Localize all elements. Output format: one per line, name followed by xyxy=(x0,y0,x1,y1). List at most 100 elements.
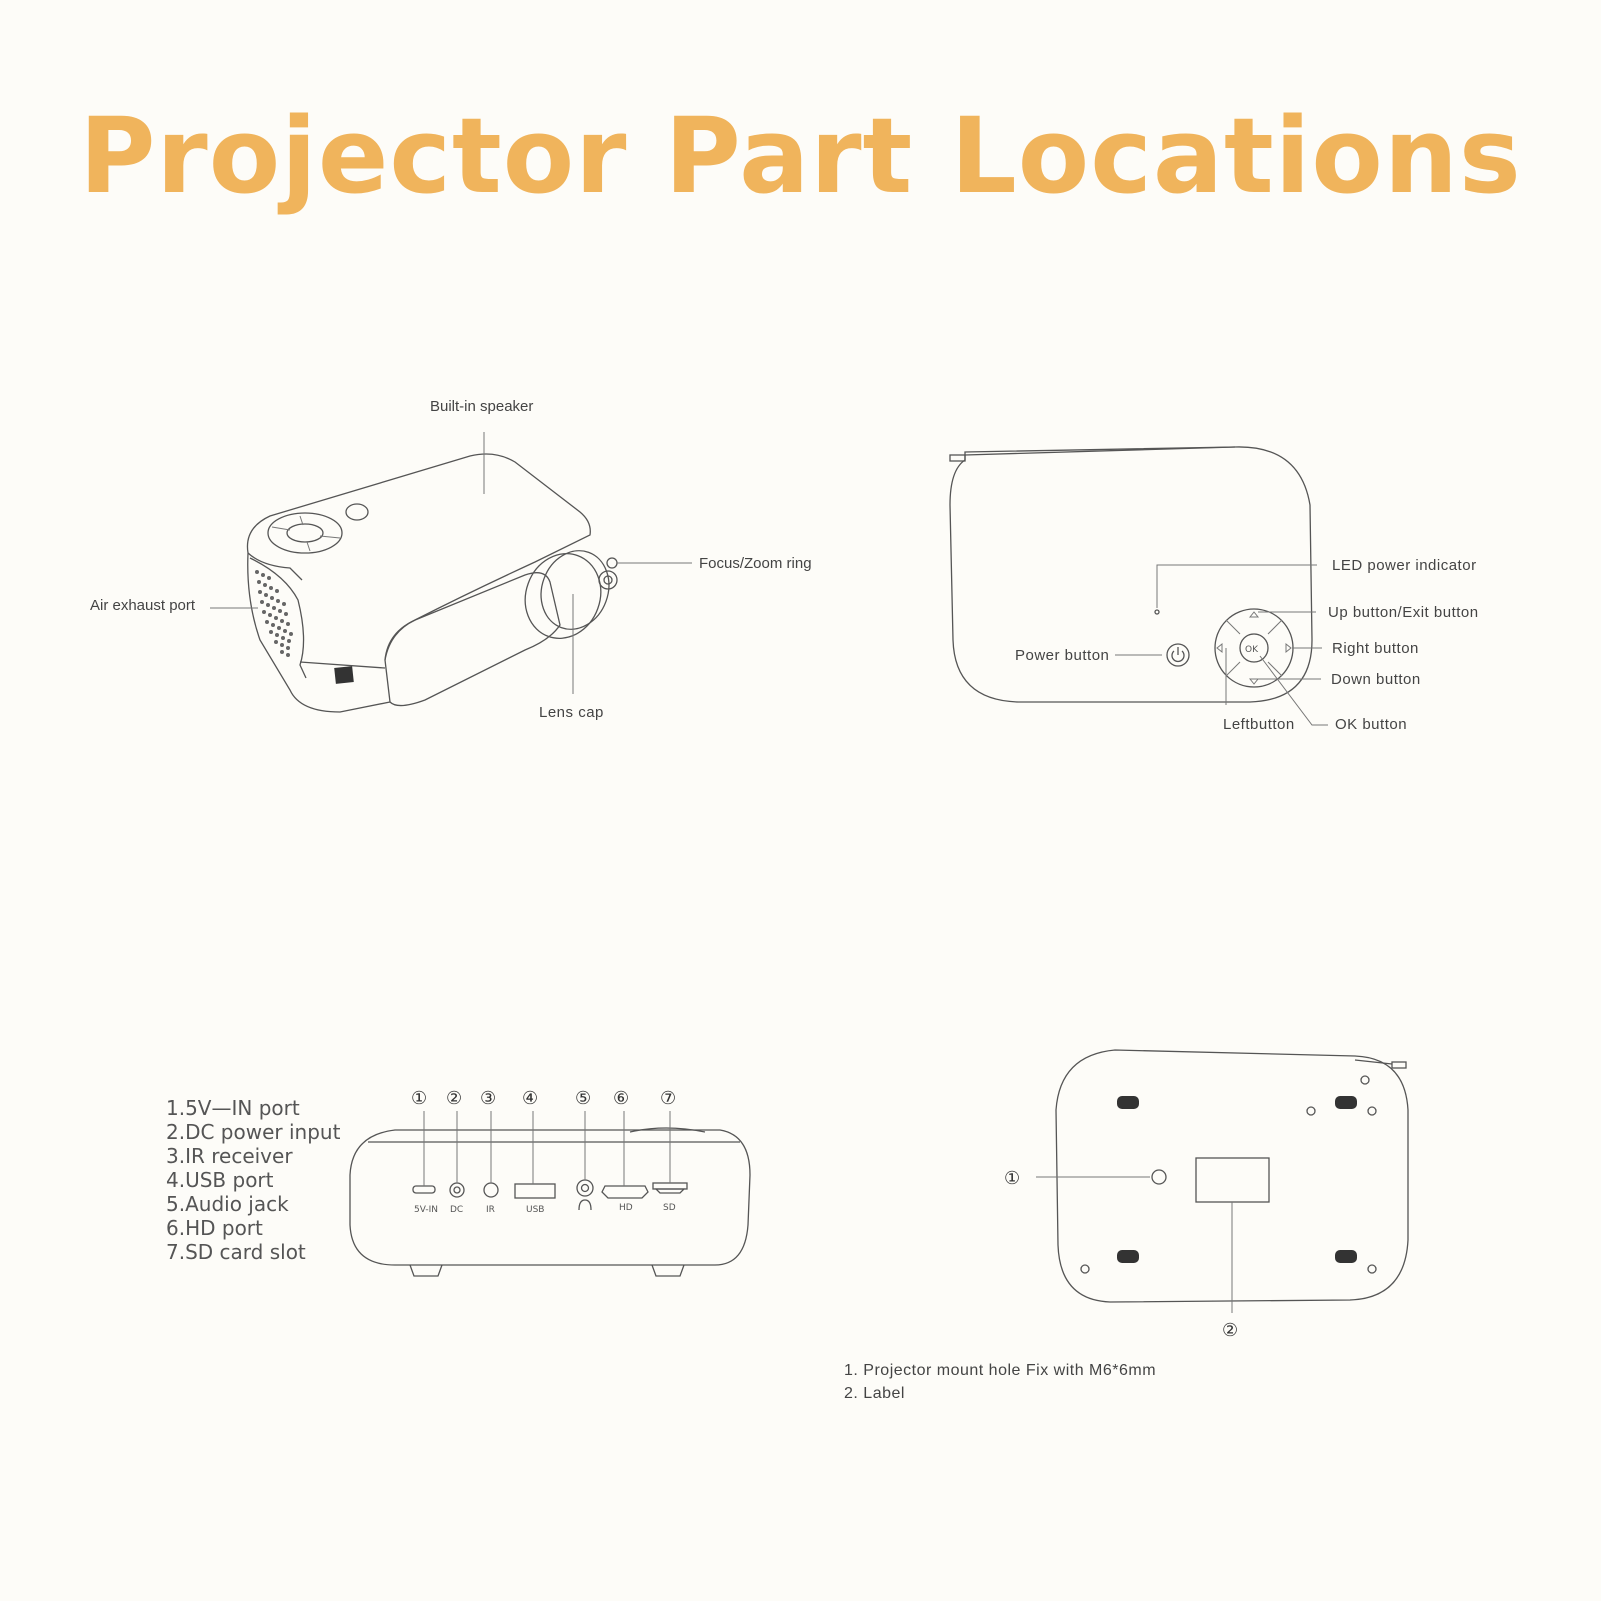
power-button xyxy=(1166,643,1190,667)
rear-marker-4: ④ xyxy=(522,1088,538,1109)
label-ok-button: OK button xyxy=(1335,716,1407,733)
label-power-button: Power button xyxy=(1015,647,1109,664)
port-label-sd: SD xyxy=(663,1203,676,1213)
rear-body-outline xyxy=(349,1129,751,1266)
rear-list-item-4: 4.USB port xyxy=(166,1168,274,1192)
bottom-foot xyxy=(1117,1250,1139,1263)
page-title: Projector Part Locations xyxy=(79,95,1522,217)
bottom-marker-2: ② xyxy=(1222,1320,1238,1341)
focus-knob-inner xyxy=(603,575,613,585)
port-sd xyxy=(652,1182,688,1190)
label-left-button: Leftbutton xyxy=(1223,716,1295,733)
port-audio-inner xyxy=(580,1183,590,1193)
port-label-ir: IR xyxy=(486,1205,495,1215)
bottom-edge xyxy=(1354,1059,1393,1065)
led-indicator xyxy=(1154,609,1160,615)
front-top-edge xyxy=(247,552,303,581)
front-side-panel xyxy=(384,572,561,707)
dpad-divider xyxy=(1225,661,1241,677)
dpad-divider xyxy=(1225,619,1241,635)
rear-marker-5: ⑤ xyxy=(575,1088,591,1109)
port-usb xyxy=(514,1183,556,1199)
front-port xyxy=(334,666,354,684)
lens-rim xyxy=(540,550,610,630)
bottom-foot xyxy=(1117,1096,1139,1109)
fan-outer xyxy=(267,512,343,554)
rear-foot-right xyxy=(651,1264,685,1277)
rear-list-item-7: 7.SD card slot xyxy=(166,1240,306,1264)
top-view: OK LED power indicator Up button/Exit bu… xyxy=(949,446,1479,733)
screw xyxy=(1360,1075,1370,1085)
port-ir xyxy=(483,1182,499,1198)
right-arrow-icon xyxy=(1285,642,1292,654)
bottom-legend-item-1: 1. Projector mount hole Fix with M6*6mm xyxy=(844,1362,1157,1379)
port-hd xyxy=(601,1185,649,1199)
bottom-view: ① ② xyxy=(1004,1049,1409,1341)
rear-lens-bump xyxy=(629,1127,706,1133)
exhaust-panel xyxy=(249,557,307,679)
fan-blade xyxy=(306,541,311,552)
led-leader xyxy=(1156,564,1317,608)
fan-blade xyxy=(319,535,341,539)
port-label-hd: HD xyxy=(619,1203,633,1213)
port-dc xyxy=(449,1182,465,1198)
port-dc-inner xyxy=(453,1186,461,1194)
screw xyxy=(1306,1106,1316,1116)
down-arrow-icon xyxy=(1248,678,1260,685)
fan-blade xyxy=(271,526,291,531)
rear-marker-2: ② xyxy=(446,1088,462,1109)
top-lens-stub xyxy=(949,454,966,462)
bottom-marker-1: ① xyxy=(1004,1168,1020,1189)
bottom-body-outline xyxy=(1055,1049,1409,1303)
rear-list-item-1: 1.5V—IN port xyxy=(166,1096,300,1120)
exhaust-grill xyxy=(255,570,293,657)
rear-marker-3: ③ xyxy=(480,1088,496,1109)
top-button xyxy=(345,503,369,521)
front-lower-body xyxy=(299,661,386,669)
bottom-legend-item-2: 2. Label xyxy=(844,1385,905,1402)
label-built-in-speaker: Built-in speaker xyxy=(430,398,533,415)
screw xyxy=(1367,1106,1377,1116)
dpad-ok xyxy=(1239,633,1269,663)
focus-knob xyxy=(598,570,618,590)
rear-list-item-3: 3.IR receiver xyxy=(166,1144,293,1168)
port-label-5v-in: 5V-IN xyxy=(414,1205,438,1215)
dpad-divider xyxy=(1267,619,1283,635)
port-audio xyxy=(576,1179,594,1197)
top-edge xyxy=(964,446,1236,456)
rear-list-item-2: 2.DC power input xyxy=(166,1120,341,1144)
screw xyxy=(1080,1264,1090,1274)
rear-view: 5V-IN DC IR USB HD SD ① ② ③ ④ ⑤ ⑥ ⑦ xyxy=(349,1088,751,1277)
screw xyxy=(1367,1264,1377,1274)
rear-list-item-5: 5.Audio jack xyxy=(166,1192,289,1216)
label-up-exit-button: Up button/Exit button xyxy=(1328,604,1479,621)
top-body-outline xyxy=(949,446,1313,703)
bottom-lens-stub xyxy=(1391,1061,1407,1069)
port-5v-in xyxy=(412,1185,436,1194)
rear-callouts: ① ② ③ ④ ⑤ ⑥ ⑦ xyxy=(411,1088,676,1186)
bottom-foot xyxy=(1335,1096,1357,1109)
front-body-outline xyxy=(246,453,591,713)
left-arrow-icon xyxy=(1216,642,1223,654)
rear-marker-1: ① xyxy=(411,1088,427,1109)
focus-ring-dot xyxy=(606,557,618,569)
label-right-button: Right button xyxy=(1332,640,1419,657)
fan-blade xyxy=(299,515,304,526)
port-label-usb: USB xyxy=(526,1205,544,1215)
power-icon xyxy=(1171,650,1185,663)
label-air-exhaust-port: Air exhaust port xyxy=(90,597,196,614)
front-view: Built-in speaker Focus/Zoom ring Air exh… xyxy=(90,398,812,721)
rear-marker-6: ⑥ xyxy=(613,1088,629,1109)
fan-inner xyxy=(286,523,324,543)
bottom-foot xyxy=(1335,1250,1357,1263)
label-lens-cap: Lens cap xyxy=(539,704,604,721)
lens-cap xyxy=(524,553,602,639)
port-label-dc: DC xyxy=(450,1205,463,1215)
label-focus-zoom-ring: Focus/Zoom ring xyxy=(699,555,812,572)
label-down-button: Down button xyxy=(1331,671,1421,688)
label-area xyxy=(1195,1157,1270,1203)
rear-marker-7: ⑦ xyxy=(660,1088,676,1109)
port-sd-slot xyxy=(654,1188,686,1194)
up-arrow-icon xyxy=(1248,611,1260,618)
